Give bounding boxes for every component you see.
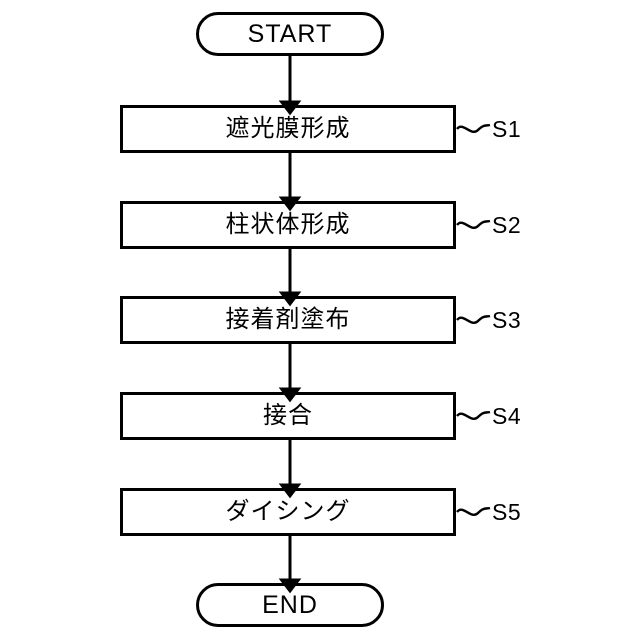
process-box-s5: ダイシング [120,488,456,536]
start-terminal: START [196,12,384,56]
leader-line-s1 [456,123,491,133]
start-terminal-label: START [247,19,333,48]
process-box-s1-label: 遮光膜形成 [225,115,351,142]
process-box-s3-label: 接着剤塗布 [225,306,351,333]
leader-line-s3 [456,314,491,324]
leader-line-s2 [456,219,491,229]
process-box-s4-label: 接合 [263,402,313,429]
step-ref-s3: S3 [492,307,522,333]
end-terminal-label: END [262,590,318,619]
process-box-s1: 遮光膜形成 [120,105,456,153]
step-ref-s5: S5 [492,499,522,525]
process-box-s2: 柱状体形成 [120,201,456,249]
step-ref-s2: S2 [492,212,522,238]
process-box-s4: 接合 [120,392,456,440]
process-box-s5-label: ダイシング [225,498,351,525]
leader-line-s4 [456,410,491,420]
end-terminal: END [196,583,384,627]
process-box-s3: 接着剤塗布 [120,296,456,344]
leader-line-s5 [456,506,491,516]
step-ref-s4: S4 [492,403,522,429]
step-ref-s1: S1 [492,116,522,142]
process-box-s2-label: 柱状体形成 [225,211,351,238]
